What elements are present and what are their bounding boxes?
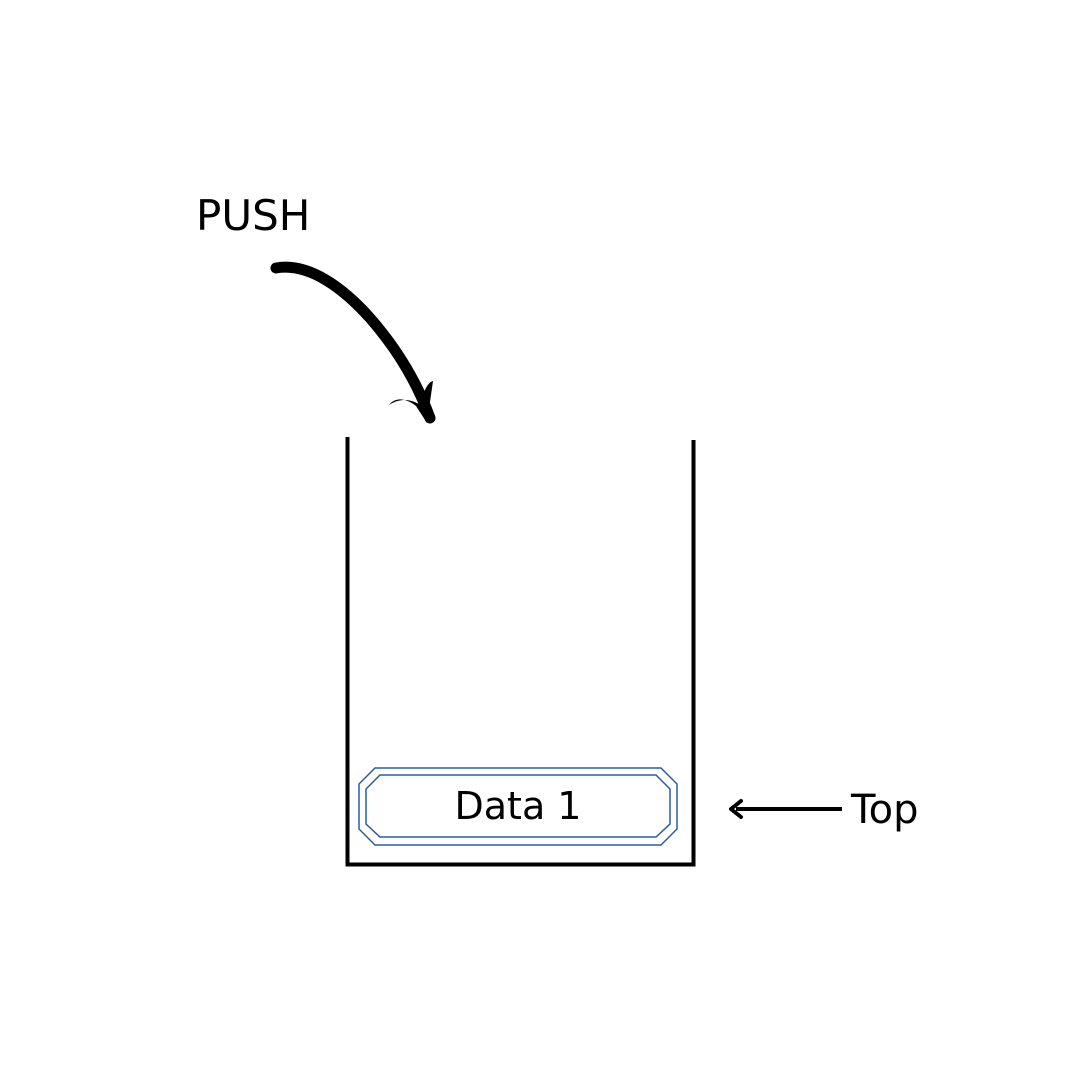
stack-item-label: Data 1 xyxy=(455,784,582,828)
top-pointer-arrow-icon xyxy=(729,799,842,819)
stack-container xyxy=(345,437,696,867)
top-label: Top xyxy=(850,787,919,833)
push-arrow-icon xyxy=(270,261,436,424)
stack-item-outer-border xyxy=(358,767,678,846)
stack-item: Data 1 xyxy=(358,767,678,846)
stack-item-inner-border xyxy=(365,774,671,838)
push-label: PUSH xyxy=(196,191,310,240)
